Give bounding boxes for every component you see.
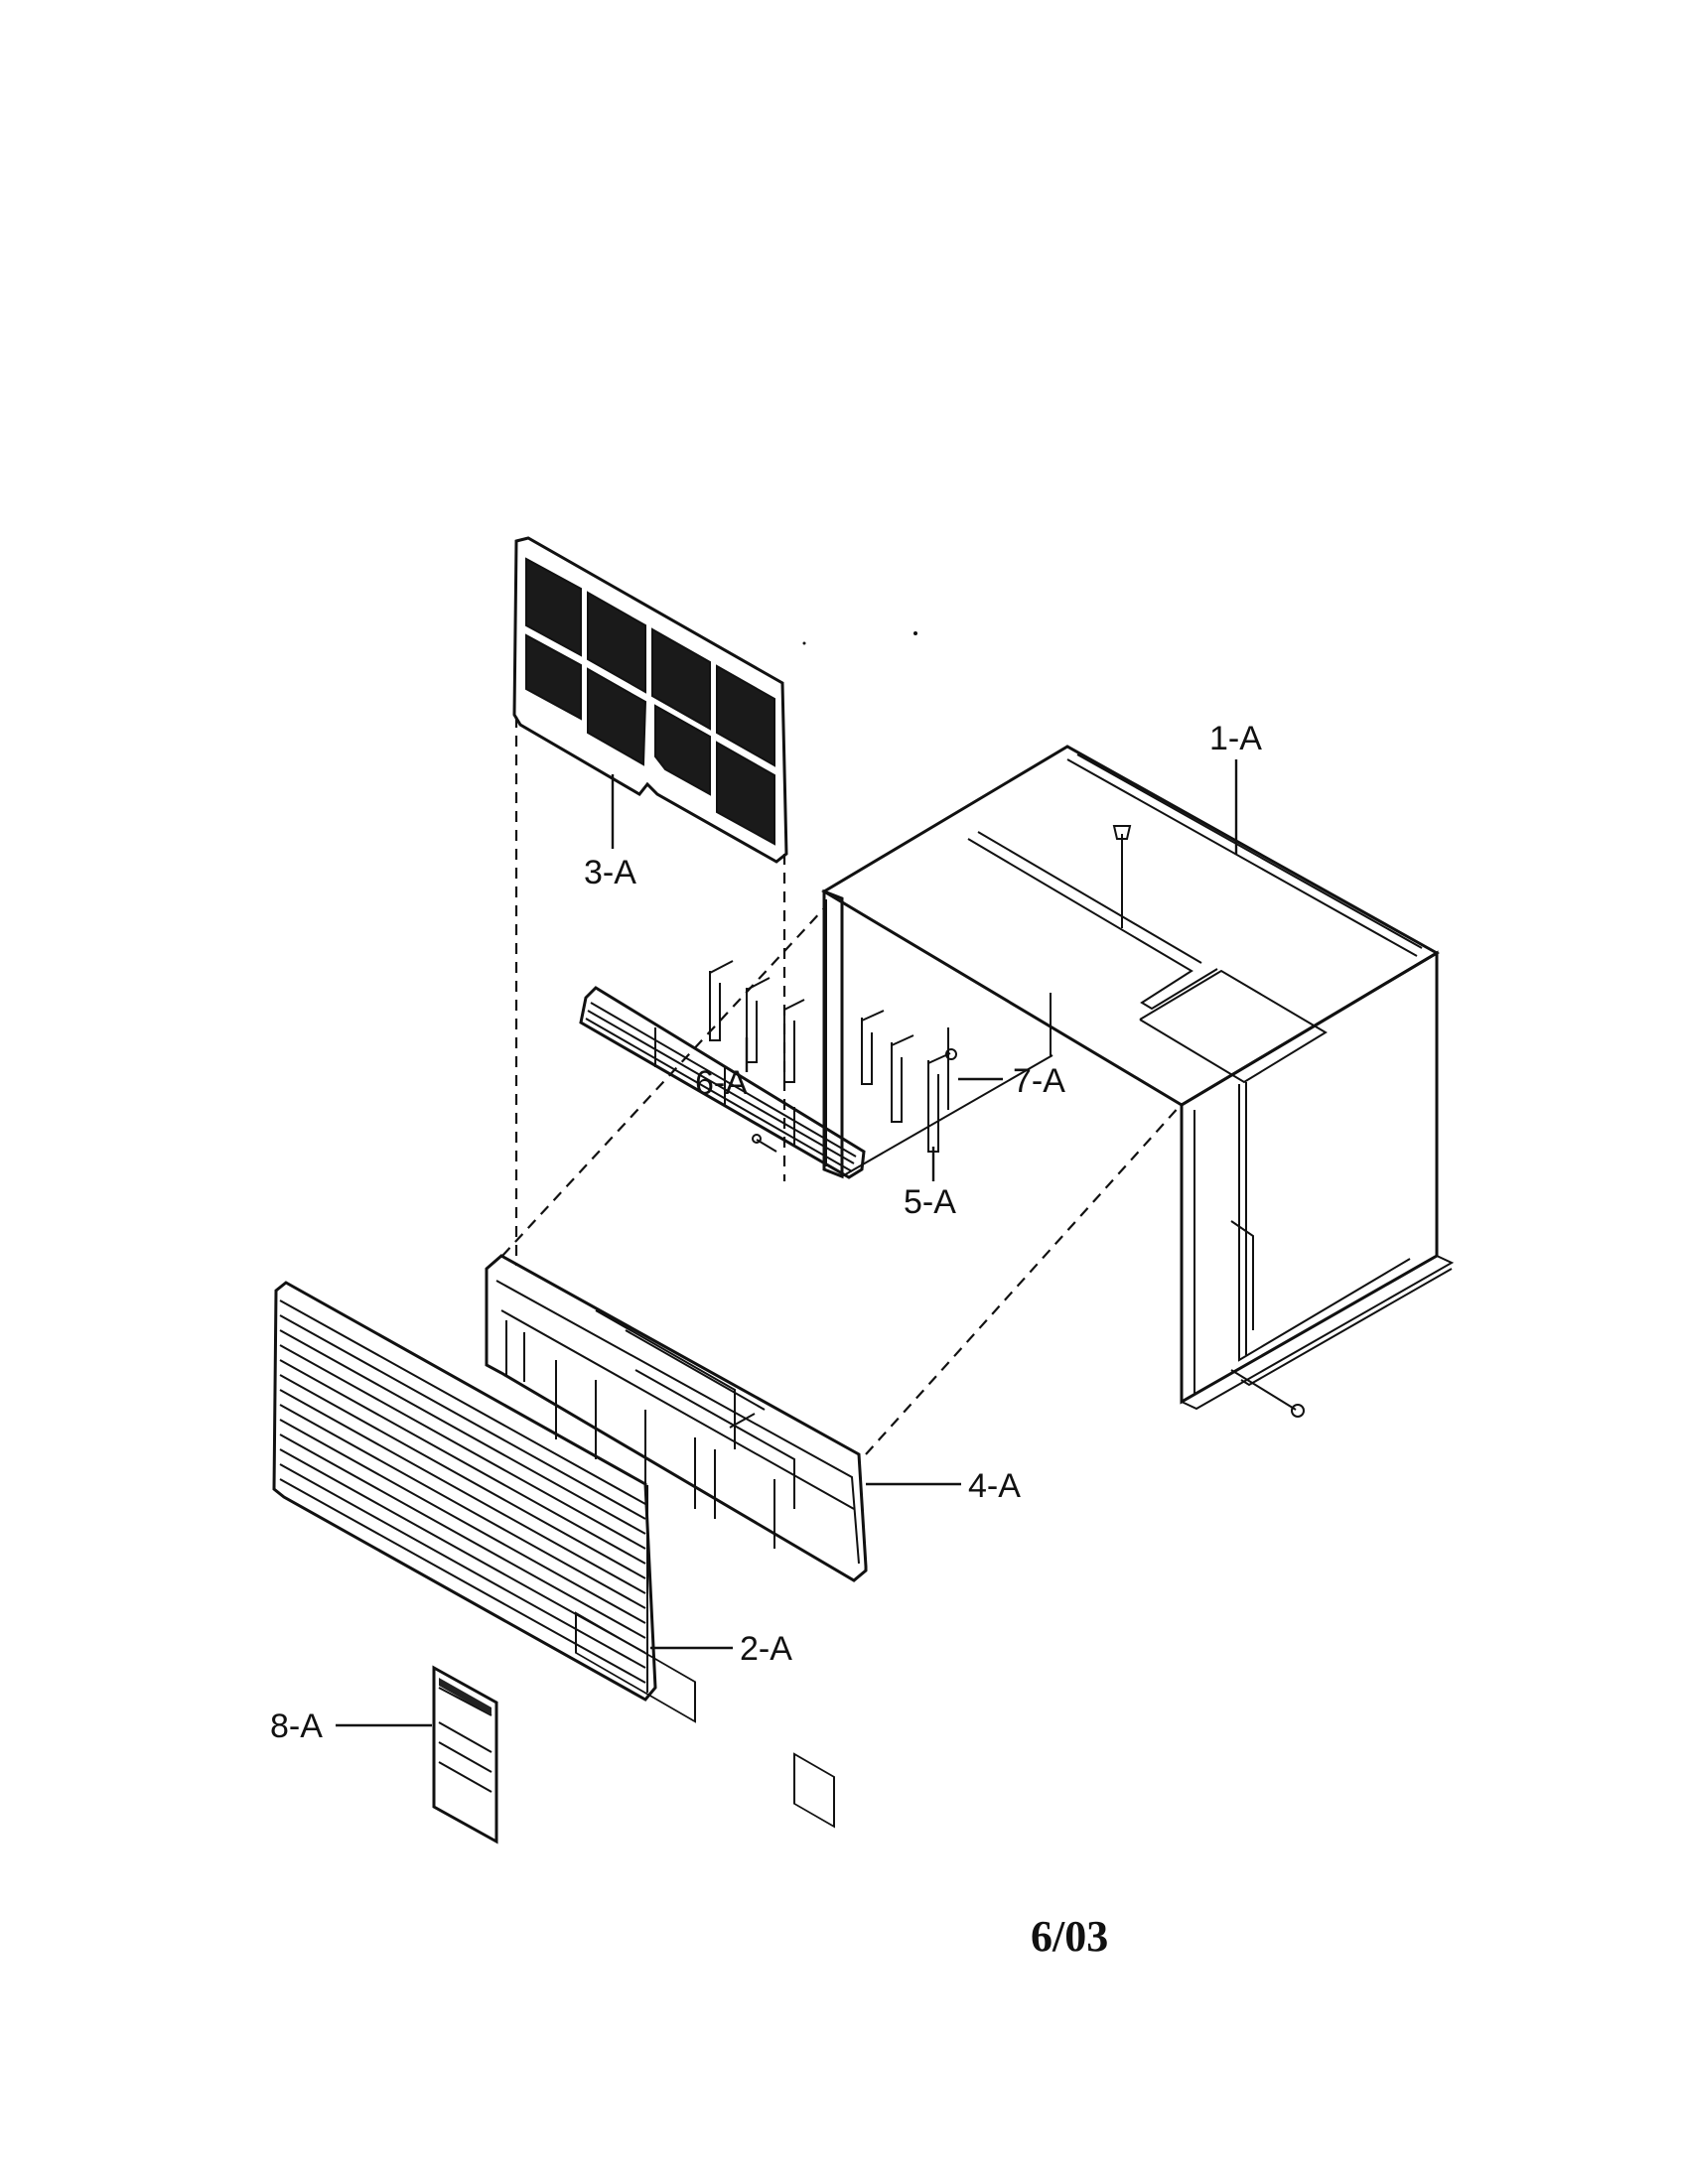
projection-lines: [501, 717, 1183, 1455]
front-frame-part: [485, 1254, 868, 1829]
louver-assembly-part: [579, 960, 866, 1179]
callout-8a: 8-A: [270, 1707, 323, 1745]
cabinet-part: [821, 745, 1455, 1418]
air-filter-part: [512, 536, 788, 864]
callout-7a: 7-A: [1013, 1062, 1065, 1100]
callout-1a: 1-A: [1209, 720, 1262, 757]
callout-2a: 2-A: [740, 1630, 792, 1668]
callout-3a: 3-A: [584, 854, 636, 891]
callout-5a: 5-A: [904, 1183, 956, 1221]
date-code: 6/03: [1031, 1912, 1108, 1961]
callout-4a: 4-A: [968, 1467, 1021, 1505]
label-card-part: [432, 1665, 498, 1844]
front-grille-part: [272, 1281, 657, 1702]
callout-6a: 6-A: [695, 1064, 748, 1102]
callouts: 1-A 3-A 6-A 7-A 5-A 4-A 2-A 8-A: [270, 720, 1262, 1745]
